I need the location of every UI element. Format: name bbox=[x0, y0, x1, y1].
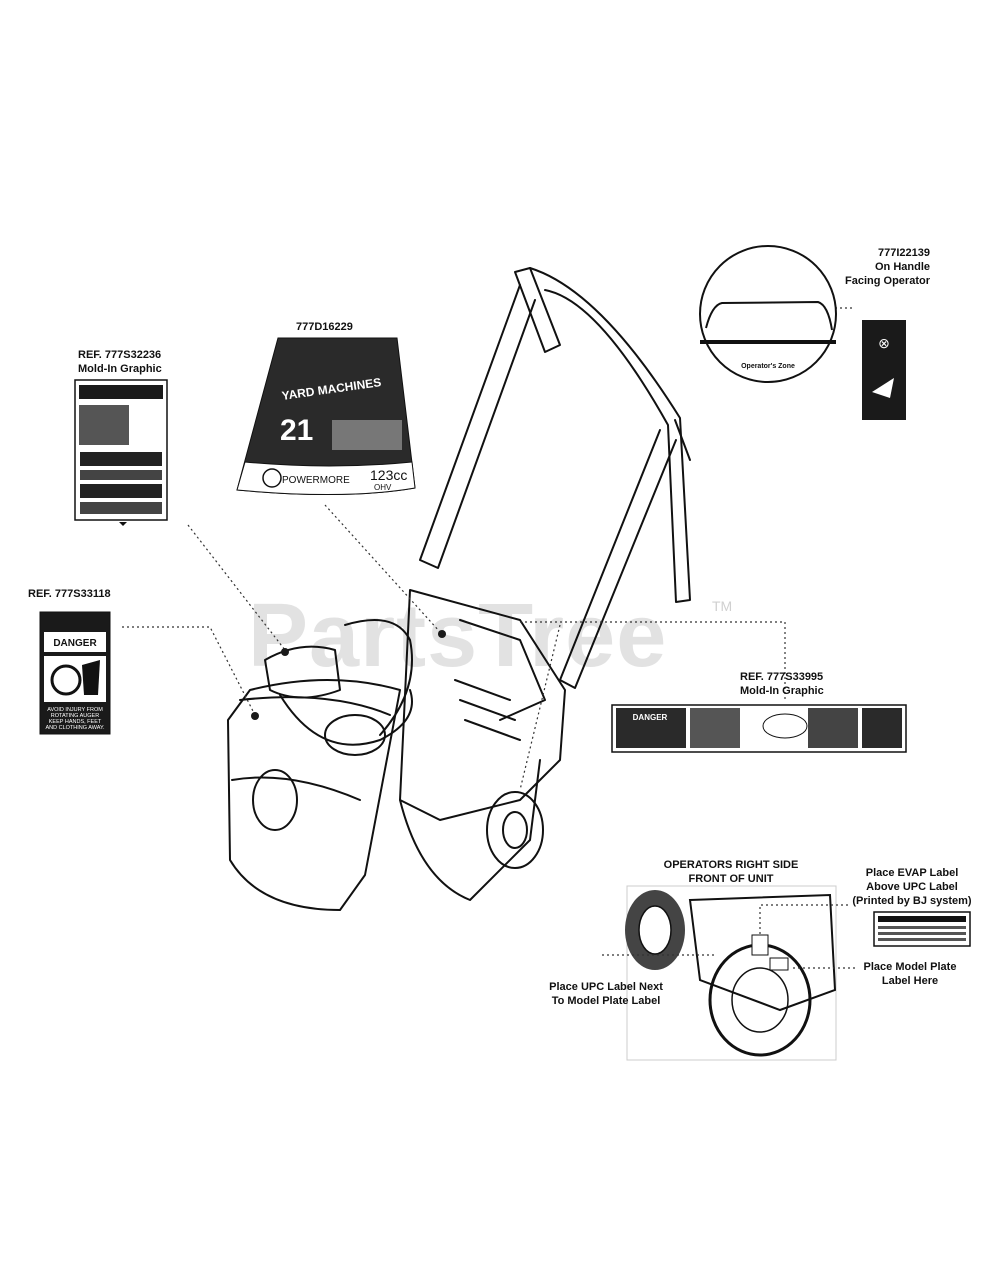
label-model-plate: Place Model Plate Label Here bbox=[863, 961, 957, 987]
label-777D16229: 777D16229 bbox=[296, 321, 353, 333]
svg-text:DANGER: DANGER bbox=[53, 638, 97, 649]
handle-bar bbox=[514, 267, 561, 353]
wheel-right bbox=[486, 791, 544, 869]
svg-text:KEEP HANDS, FEET: KEEP HANDS, FEET bbox=[49, 719, 102, 725]
wheel-left bbox=[252, 769, 298, 831]
svg-text:AND CLOTHING AWAY.: AND CLOTHING AWAY. bbox=[46, 725, 105, 731]
auger-housing bbox=[227, 679, 401, 911]
leader-777S33995 bbox=[520, 621, 786, 700]
label-777I22139: 777I22139 On Handle Facing Operator bbox=[845, 247, 930, 287]
engine-body bbox=[399, 589, 566, 821]
decal-777S33995: DANGER bbox=[611, 704, 907, 753]
leader-777S32236 bbox=[187, 524, 286, 651]
svg-text:POWERMORE: POWERMORE bbox=[282, 475, 350, 486]
label-evap: Place EVAP Label Above UPC Label (Printe… bbox=[852, 867, 972, 907]
svg-text:AVOID INJURY FROM: AVOID INJURY FROM bbox=[47, 707, 103, 713]
label-777S33118: REF. 777S33118 bbox=[28, 588, 111, 600]
watermark-tm: TM bbox=[712, 598, 733, 614]
decal-777D16229: YARD MACHINES 21 POWERMORE 123cc OHV bbox=[236, 337, 416, 496]
discharge-chute bbox=[264, 645, 341, 699]
svg-text:OHV: OHV bbox=[374, 483, 392, 492]
leader-777D16229 bbox=[324, 504, 441, 633]
leader-777S33118 bbox=[122, 626, 256, 716]
handle-detail: Operator's Zone ⊗ bbox=[699, 245, 906, 420]
label-777S33995: REF. 777S33995 Mold-In Graphic bbox=[740, 671, 824, 697]
label-777S32236: REF. 777S32236 Mold-In Graphic bbox=[78, 349, 162, 375]
svg-text:DANGER: DANGER bbox=[633, 713, 668, 722]
decal-777S32236 bbox=[74, 379, 168, 526]
svg-text:⊗: ⊗ bbox=[878, 335, 890, 351]
svg-text:ROTATING AUGER: ROTATING AUGER bbox=[51, 713, 99, 719]
svg-text:21: 21 bbox=[280, 414, 313, 447]
svg-text:123cc: 123cc bbox=[370, 467, 407, 483]
detail-inset bbox=[625, 885, 971, 1061]
detail-title: OPERATORS RIGHT SIDE FRONT OF UNIT bbox=[663, 859, 799, 885]
svg-text:Operator's Zone: Operator's Zone bbox=[741, 363, 795, 370]
decal-777S33118: DANGER AVOID INJURY FROM ROTATING AUGER … bbox=[39, 611, 111, 735]
label-upc: Place UPC Label Next To Model Plate Labe… bbox=[549, 981, 663, 1007]
leader-777S33995-b bbox=[519, 624, 561, 791]
